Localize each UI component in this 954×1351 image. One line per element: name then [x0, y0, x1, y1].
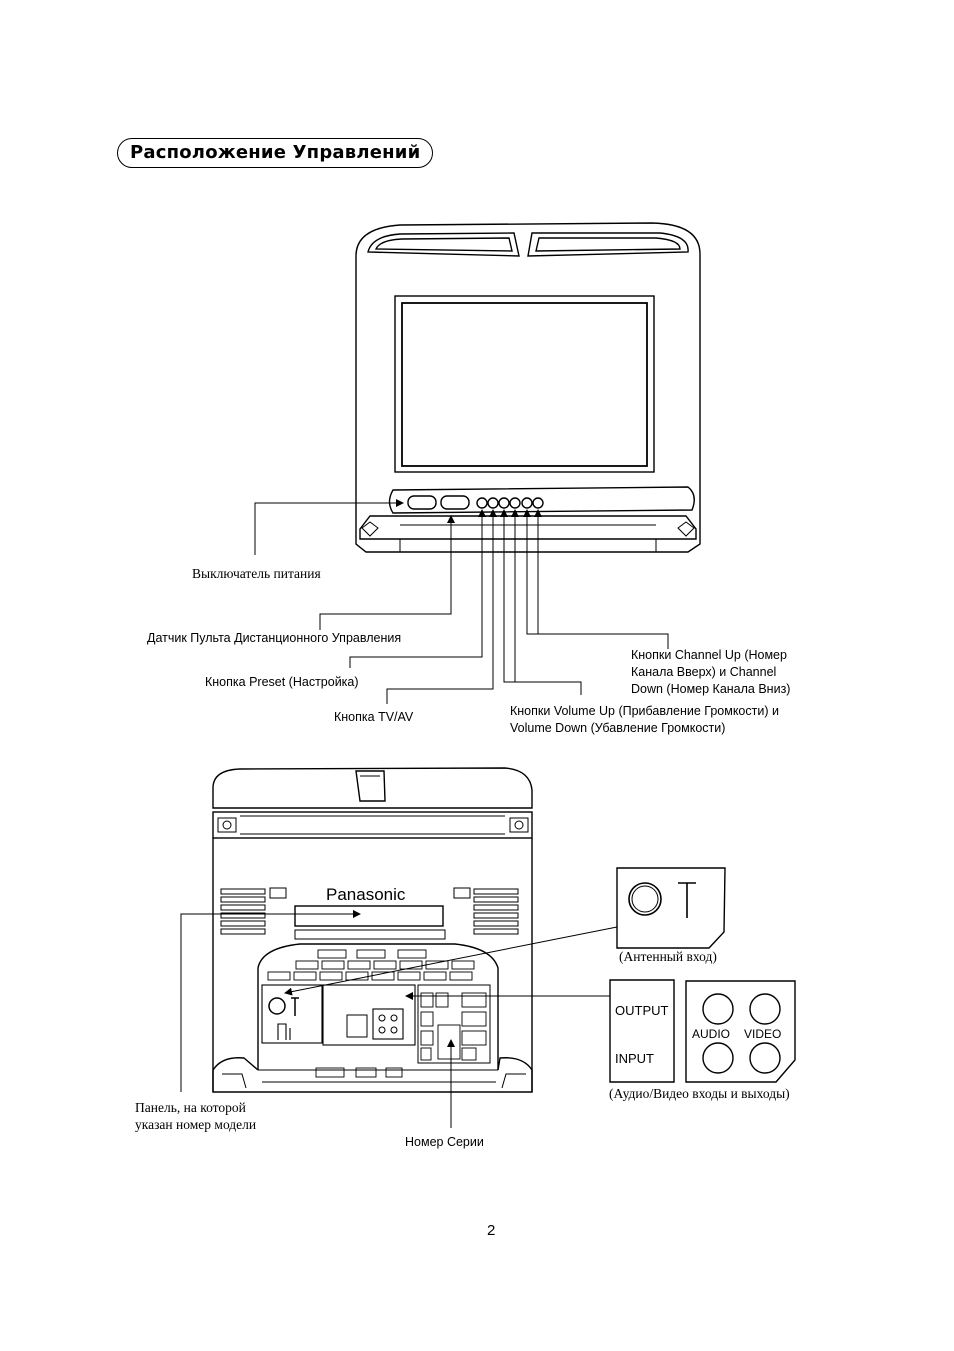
input-label: INPUT [615, 1051, 654, 1066]
antenna-input-label: (Антенный вход) [619, 949, 717, 964]
av-io-label: (Аудио/Видео входы и выходы) [609, 1086, 790, 1101]
volume-buttons-label: Кнопки Volume Up (Прибавление Громкости)… [510, 703, 779, 737]
model-panel-label: Панель, на которой указан номер модели [135, 1099, 256, 1133]
rear-av-terminal [372, 1008, 404, 1040]
remote-sensor-label: Датчик Пульта Дистанционного Управления [147, 631, 402, 645]
model-panel-line-2: указан номер модели [135, 1117, 257, 1132]
preset-button-label: Кнопка Preset (Настройка) [205, 675, 359, 689]
screen-bezel [394, 295, 655, 473]
channel-buttons-line-2: Канала Вверх) и Channel [631, 665, 777, 679]
channel-buttons-line-3: Down (Номер Канала Вниз) [631, 682, 791, 696]
channel-down-button [521, 497, 533, 509]
rear-handle [355, 770, 386, 802]
remote-sensor [440, 495, 470, 510]
volume-buttons-line-1: Кнопки Volume Up (Прибавление Громкости)… [510, 704, 779, 718]
channel-up-button [532, 497, 544, 509]
tv-av-button [487, 497, 499, 509]
handle-slot-right [527, 232, 689, 257]
power-switch-label: Выключатель питания [192, 566, 321, 581]
model-panel-line-1: Панель, на которой [135, 1100, 246, 1115]
tv-av-button-label: Кнопка TV/AV [334, 710, 414, 724]
antenna-socket-icon [628, 882, 662, 916]
video-output-jack-icon [749, 993, 781, 1025]
tv-front-view [355, 222, 701, 553]
rear-antenna-socket [268, 997, 286, 1015]
volume-buttons-line-2: Volume Down (Убавление Громкости) [510, 721, 726, 735]
antenna-callout [616, 867, 726, 949]
volume-down-button [498, 497, 510, 509]
front-leader-lines [254, 499, 669, 704]
serial-number-label: Номер Серии [405, 1135, 484, 1149]
handle-slot-left [367, 232, 520, 257]
brand-logo: Panasonic [326, 885, 406, 904]
output-label: OUTPUT [615, 1003, 669, 1018]
audio-label: AUDIO [692, 1027, 731, 1041]
video-label: VIDEO [744, 1027, 782, 1041]
page-number: 2 [487, 1222, 496, 1239]
channel-buttons-label: Кнопки Channel Up (Номер Канала Вверх) и… [631, 647, 790, 698]
audio-output-jack-icon [702, 993, 734, 1025]
power-switch [407, 495, 437, 510]
screen [401, 302, 648, 467]
audio-input-jack-icon [702, 1042, 734, 1074]
video-input-jack-icon [749, 1042, 781, 1074]
model-plate [294, 905, 444, 927]
serial-label [437, 1024, 461, 1060]
page-title: Расположение Управлений [117, 138, 434, 168]
control-panel [388, 486, 695, 514]
channel-buttons-line-1: Кнопки Channel Up (Номер [631, 648, 787, 662]
preset-button [476, 497, 488, 509]
tv-rear-view [212, 767, 533, 1093]
volume-up-button [509, 497, 521, 509]
av-callout [609, 979, 796, 1083]
rear-leader-lines [180, 910, 618, 1128]
